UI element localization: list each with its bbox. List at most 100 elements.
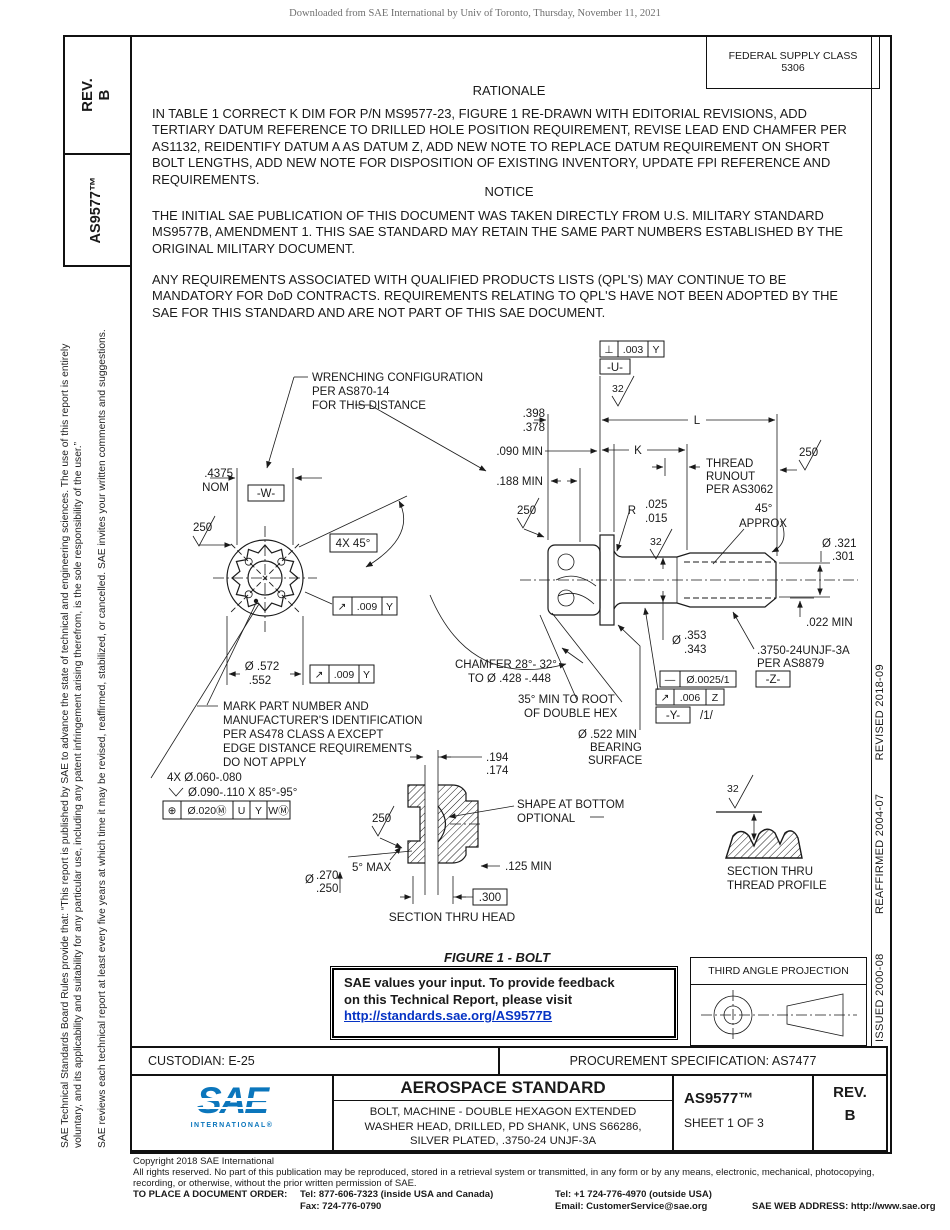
svg-text:.006: .006 [680, 692, 701, 704]
finish-32-profile: 32 [727, 783, 739, 795]
rev-cell: REV. B [814, 1076, 886, 1150]
revised-date: REVISED 2018-09 [874, 664, 886, 761]
svg-text:↗: ↗ [315, 669, 324, 681]
custodian-row: CUSTODIAN: E-25 PROCUREMENT SPECIFICATIO… [130, 1046, 888, 1076]
download-watermark: Downloaded from SAE International by Uni… [289, 8, 661, 19]
hole-note-2: Ø.090-.110 X 85°-95° [188, 787, 297, 799]
dia-270: .270 [316, 870, 338, 882]
custodian-cell: CUSTODIAN: E-25 [132, 1048, 500, 1074]
dia-301: .301 [832, 551, 854, 563]
dim-022: .022 MIN [806, 617, 853, 629]
third-angle-projection-icon [701, 990, 857, 1040]
dia-552: .552 [249, 675, 271, 687]
finish-250-front: 250 [193, 522, 212, 534]
mark-note-4: EDGE DISTANCE REQUIREMENTS [223, 743, 412, 755]
finish-250-head: 250 [517, 505, 536, 517]
figure-caption: FIGURE 1 - BOLT [444, 950, 551, 965]
fcf-position: ⊕ Ø.020Ⓜ U Y WⓂ [162, 800, 291, 820]
dim-398: .398 [523, 408, 545, 420]
svg-text:.009: .009 [357, 601, 378, 613]
svg-text:⊥: ⊥ [604, 344, 613, 356]
title-cell: AEROSPACE STANDARD BOLT, MACHINE - DOUBL… [334, 1076, 674, 1150]
doc-number-cell: AS9577™ SHEET 1 OF 3 [674, 1076, 814, 1150]
tel-inside: Tel: 877-606-7323 (inside USA and Canada… [300, 1189, 494, 1200]
rev-box-text: REV. B [63, 35, 129, 155]
title-line-1: BOLT, MACHINE - DOUBLE HEXAGON EXTENDED [369, 1106, 637, 1118]
svg-text:.003: .003 [623, 344, 644, 356]
rationale-title: RATIONALE [472, 83, 546, 98]
datum-z-flag: -Z- [766, 674, 781, 686]
wrench-note-3: FOR THIS DISTANCE [312, 400, 426, 412]
fcf-runout-009-b: ↗ .009 Y [309, 664, 375, 684]
title-line-3: SILVER PLATED, .3750-24 UNJF-3A [409, 1135, 597, 1147]
deg5-max: 5° MAX [352, 862, 391, 874]
bearing-note-1: Ø .522 MIN [578, 729, 637, 741]
mark-note-5: DO NOT APPLY [223, 757, 307, 769]
dim-090: .090 MIN [496, 446, 543, 458]
bolt-side-view [520, 534, 858, 626]
revision-strip-divider [871, 35, 872, 1046]
finish-32-top: 32 [612, 383, 624, 395]
projection-box: THIRD ANGLE PROJECTION [690, 957, 867, 1046]
svg-text:WⓂ: WⓂ [268, 805, 289, 817]
projection-title: THIRD ANGLE PROJECTION [691, 958, 866, 985]
feedback-line-1: SAE values your input. To provide feedba… [344, 975, 615, 990]
feedback-link[interactable]: http://standards.sae.org/AS9577B [344, 1008, 553, 1023]
svg-text:Y: Y [386, 601, 393, 613]
rev-value: B [96, 89, 113, 101]
logo-stripe [190, 1107, 276, 1109]
svg-text:—: — [665, 674, 676, 686]
dim-L: L [694, 415, 701, 427]
svg-text:Y: Y [652, 344, 659, 356]
doc-number-vertical: AS9577™ [88, 176, 104, 244]
svg-text:Z: Z [712, 692, 719, 704]
thread-spec-1: .3750-24UNJF-3A [757, 645, 850, 657]
thread-runout-1: THREAD [706, 458, 753, 470]
notice-title: NOTICE [484, 184, 534, 199]
procurement-cell: PROCUREMENT SPECIFICATION: AS7477 [569, 1054, 817, 1068]
mark-note-1: MARK PART NUMBER AND [223, 701, 369, 713]
mark-note-3: PER AS478 CLASS A EXCEPT [223, 729, 383, 741]
datum-y-flag: -Y- [666, 710, 680, 722]
hex-note-1: 35° MIN TO ROOT [518, 694, 615, 706]
radius-025: .025 [645, 499, 667, 511]
feedback-line-2: on this Technical Report, please visit [344, 991, 573, 1007]
bearing-note-3: SURFACE [588, 755, 643, 767]
svg-text:Y: Y [255, 805, 262, 817]
title-line-2: WASHER HEAD, DRILLED, PD SHANK, UNS S662… [364, 1120, 642, 1133]
dim-125: .125 MIN [505, 861, 552, 873]
dia-270-sym: Ø [305, 874, 314, 886]
email: Email: CustomerService@sae.org [555, 1201, 708, 1212]
logo-stripe [190, 1098, 276, 1101]
revision-dates: ISSUED 2000-08 REAFFIRMED 2004-07 REVISE… [874, 664, 886, 1042]
wrench-note-2: PER AS870-14 [312, 386, 390, 398]
fcf-runout-006: ↗ .006 Z [655, 688, 725, 706]
wrench-note-1: WRENCHING CONFIGURATION [312, 372, 483, 384]
standard-type: AEROSPACE STANDARD [334, 1076, 672, 1101]
bearing-note-2: BEARING [590, 742, 642, 754]
thread-runout-3: PER AS3062 [706, 484, 773, 496]
dia-353: .353 [684, 630, 706, 642]
dim-K: K [634, 445, 642, 457]
dim-300: .300 [479, 892, 501, 904]
doc-number-box [63, 153, 132, 267]
notice-para-1: THE INITIAL SAE PUBLICATION OF THIS DOCU… [152, 208, 844, 256]
reaffirmed-date: REAFFIRMED 2004-07 [874, 793, 886, 915]
datum-u-flag: -U- [607, 362, 623, 374]
disclaimer-line-2: voluntary, and its applicability and sui… [73, 441, 84, 1148]
thread-spec-2: PER AS8879 [757, 658, 824, 670]
approx-45: 45° [755, 503, 772, 515]
dia-343: .343 [684, 644, 706, 656]
hole-note-1: 4X Ø.060-.080 [167, 772, 242, 784]
dim-4375: .4375 [204, 468, 233, 480]
rationale-body: IN TABLE 1 CORRECT K DIM FOR P/N MS9577-… [152, 106, 847, 187]
copyright-line-2: All rights reserved. No part of this pub… [133, 1167, 875, 1178]
issued-date: ISSUED 2000-08 [874, 953, 886, 1042]
tel-outside: Tel: +1 724-776-4970 (outside USA) [555, 1189, 712, 1200]
sae-logo-sub: INTERNATIONAL® [190, 1122, 274, 1129]
rev-label: REV. [79, 78, 96, 112]
chamfer-note-2: TO Ø .428 -.448 [468, 673, 551, 685]
dim-194: .194 [486, 752, 509, 764]
svg-text:↗: ↗ [338, 601, 347, 613]
